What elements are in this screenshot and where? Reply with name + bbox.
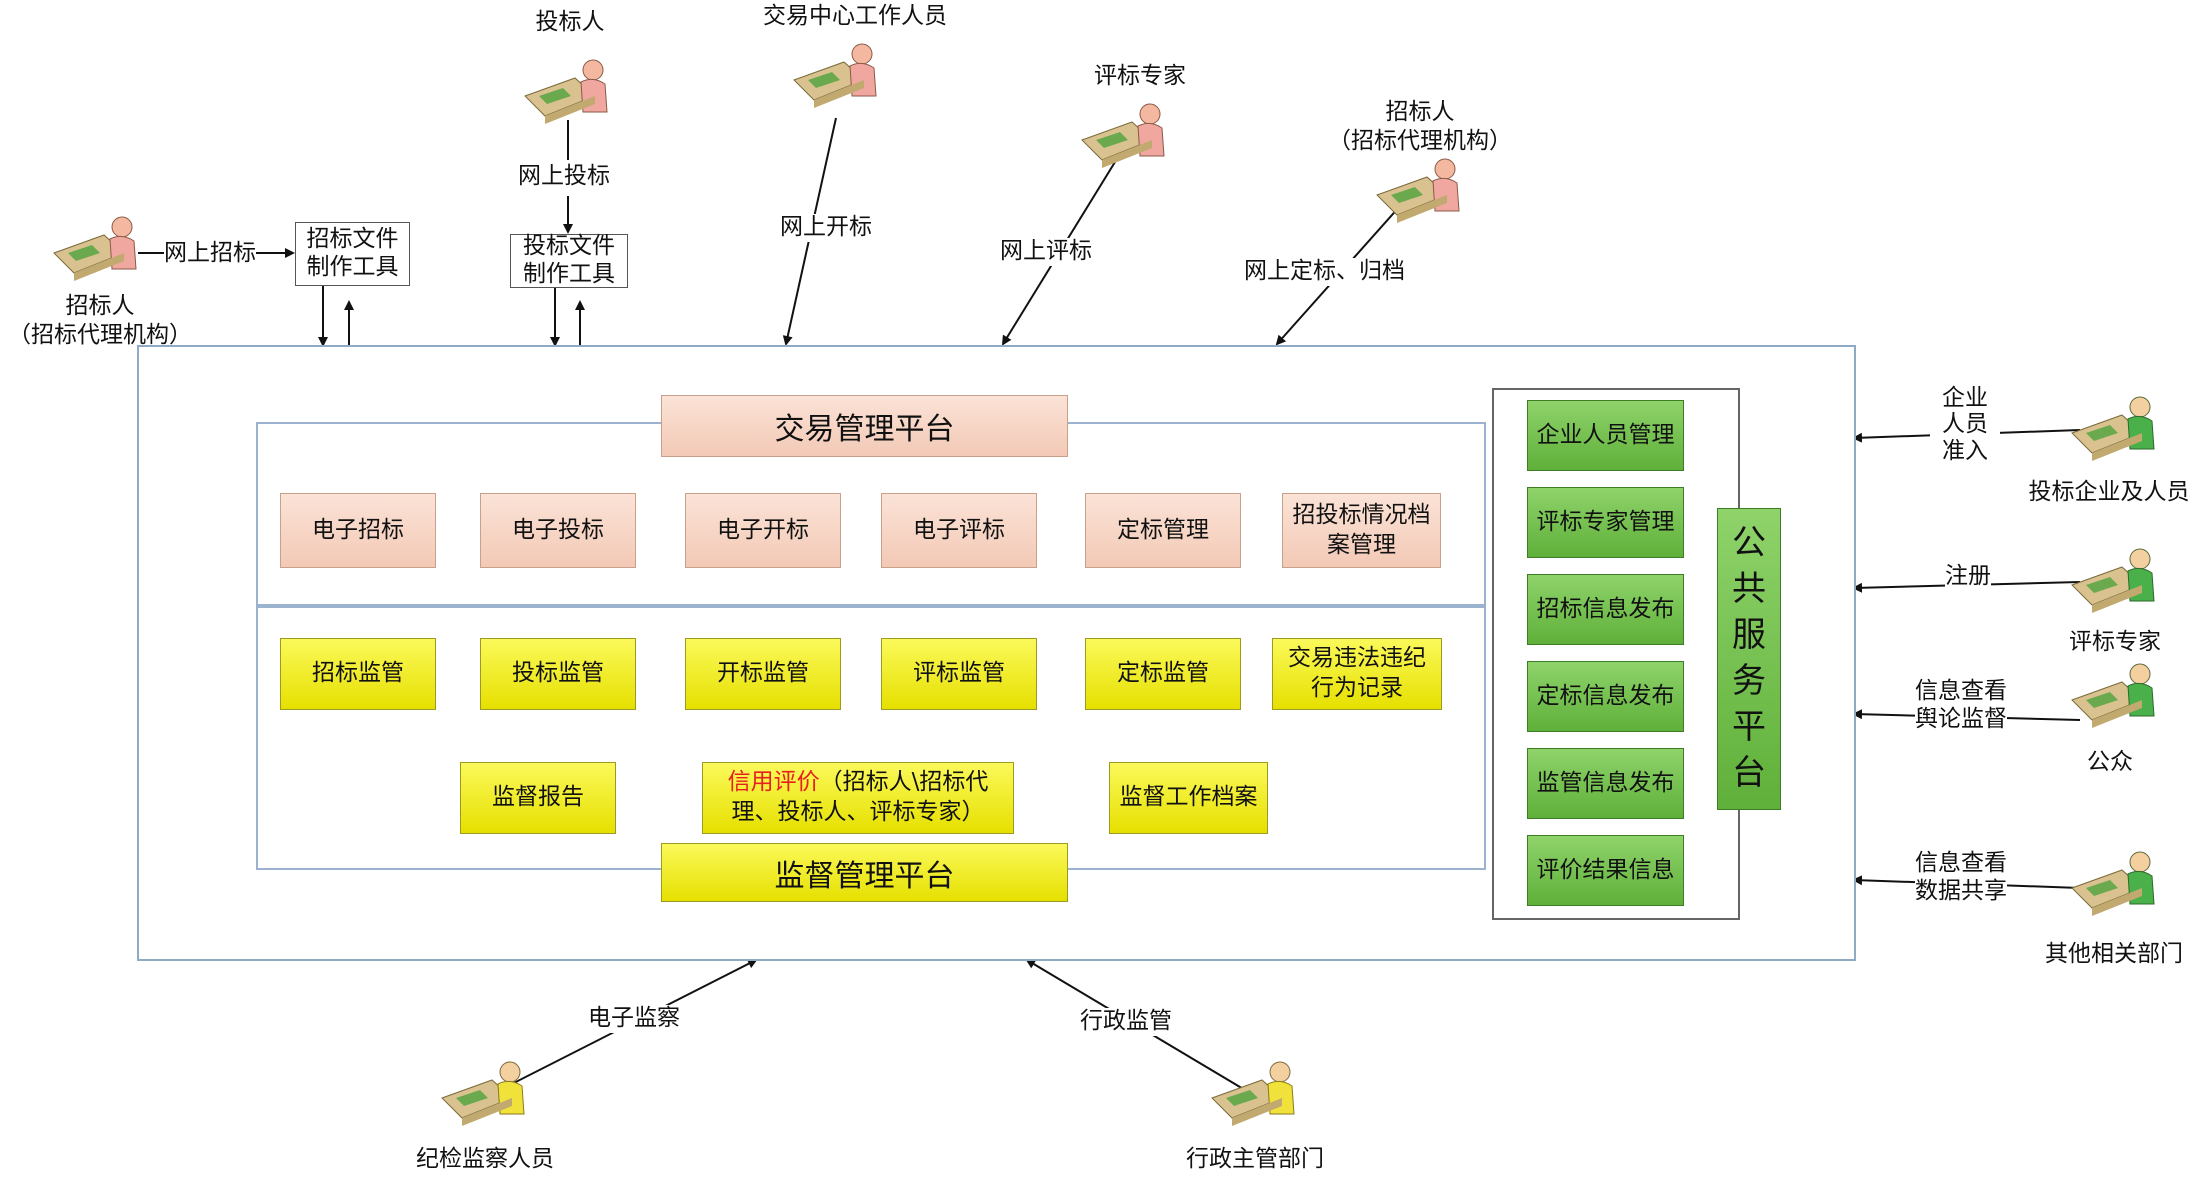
label-public-info: 信息查看舆论监督 bbox=[1915, 678, 2007, 734]
module-award-mgmt: 定标管理 bbox=[1085, 493, 1241, 568]
service-supervision-info: 监管信息发布 bbox=[1527, 748, 1684, 819]
bidder-name: 投标人 bbox=[535, 9, 605, 35]
public-service-title: 公 共 服 务 平 台 bbox=[1717, 508, 1781, 810]
public-name: 公众 bbox=[2087, 749, 2133, 775]
tenderer-left-name: 招标人 （招标代理机构） bbox=[8, 293, 192, 348]
module-tender-supervision: 招标监管 bbox=[280, 638, 436, 710]
credit-evaluation-highlight: 信用评价 bbox=[727, 769, 820, 796]
expert-right-name: 评标专家 bbox=[2069, 629, 2161, 655]
bid-enterprise-name: 投标企业及人员 bbox=[2028, 479, 2190, 505]
credit-evaluation: 信用评价（招标人\招标代 理、投标人、评标专家） bbox=[702, 762, 1014, 834]
other-depts-name: 其他相关部门 bbox=[2045, 941, 2183, 967]
module-bid-supervision: 投标监管 bbox=[480, 638, 636, 710]
service-evaluation-result: 评价结果信息 bbox=[1527, 835, 1684, 906]
trading-platform-panel bbox=[256, 422, 1486, 606]
tenderer-right-icon bbox=[1376, 158, 1460, 223]
public-icon bbox=[2071, 663, 2155, 728]
module-eval-supervision: 评标监管 bbox=[881, 638, 1037, 710]
expert-top-icon bbox=[1081, 103, 1165, 168]
trading-platform-title: 交易管理平台 bbox=[661, 395, 1068, 457]
module-e-tender: 电子招标 bbox=[280, 493, 436, 568]
inspection-icon bbox=[441, 1061, 525, 1126]
label-online-bid: 网上投标 bbox=[518, 163, 610, 191]
supervision-platform-title: 监督管理平台 bbox=[661, 843, 1068, 902]
bidder-icon bbox=[524, 59, 608, 124]
bid-enterprise-icon bbox=[2071, 396, 2155, 461]
service-award-info: 定标信息发布 bbox=[1527, 661, 1684, 732]
inspection-name: 纪检监察人员 bbox=[416, 1146, 554, 1172]
public-service-panel bbox=[1492, 388, 1740, 920]
bid-doc-tool: 投标文件制作工具 bbox=[510, 233, 628, 288]
tenderer-right-name: 招标人 （招标代理机构） bbox=[1328, 99, 1512, 154]
module-archive-mgmt: 招投标情况档案管理 bbox=[1282, 493, 1441, 568]
admin-dept-name: 行政主管部门 bbox=[1186, 1146, 1324, 1172]
label-access: 企业人员准入 bbox=[1930, 385, 2000, 465]
other-depts-icon bbox=[2071, 851, 2155, 916]
module-award-supervision: 定标监管 bbox=[1085, 638, 1241, 710]
label-admin-supervision: 行政监管 bbox=[1080, 1008, 1172, 1036]
admin-dept-icon bbox=[1211, 1061, 1295, 1126]
supervision-archive: 监督工作档案 bbox=[1109, 762, 1268, 834]
module-violation-record: 交易违法违纪行为记录 bbox=[1272, 638, 1442, 710]
center-staff-icon bbox=[793, 43, 877, 108]
service-enterprise-personnel: 企业人员管理 bbox=[1527, 400, 1684, 471]
label-online-eval: 网上评标 bbox=[1000, 238, 1092, 266]
service-expert-mgmt: 评标专家管理 bbox=[1527, 487, 1684, 558]
module-e-open: 电子开标 bbox=[685, 493, 841, 568]
service-tender-info: 招标信息发布 bbox=[1527, 574, 1684, 645]
expert-right-icon bbox=[2071, 548, 2155, 613]
module-e-eval: 电子评标 bbox=[881, 493, 1037, 568]
label-register: 注册 bbox=[1945, 563, 1991, 591]
center-staff-name: 交易中心工作人员 bbox=[763, 3, 947, 29]
label-dept-info: 信息查看数据共享 bbox=[1915, 850, 2007, 906]
label-online-tender: 网上招标 bbox=[164, 240, 256, 268]
expert-top-name: 评标专家 bbox=[1094, 63, 1186, 89]
label-online-open: 网上开标 bbox=[780, 214, 872, 242]
label-e-supervision: 电子监察 bbox=[588, 1005, 680, 1033]
supervision-report: 监督报告 bbox=[460, 762, 616, 834]
module-e-bid: 电子投标 bbox=[480, 493, 636, 568]
tenderer-left-icon bbox=[53, 216, 137, 281]
tender-doc-tool: 招标文件制作工具 bbox=[295, 222, 410, 286]
module-open-supervision: 开标监管 bbox=[685, 638, 841, 710]
label-online-award: 网上定标、归档 bbox=[1244, 258, 1405, 286]
